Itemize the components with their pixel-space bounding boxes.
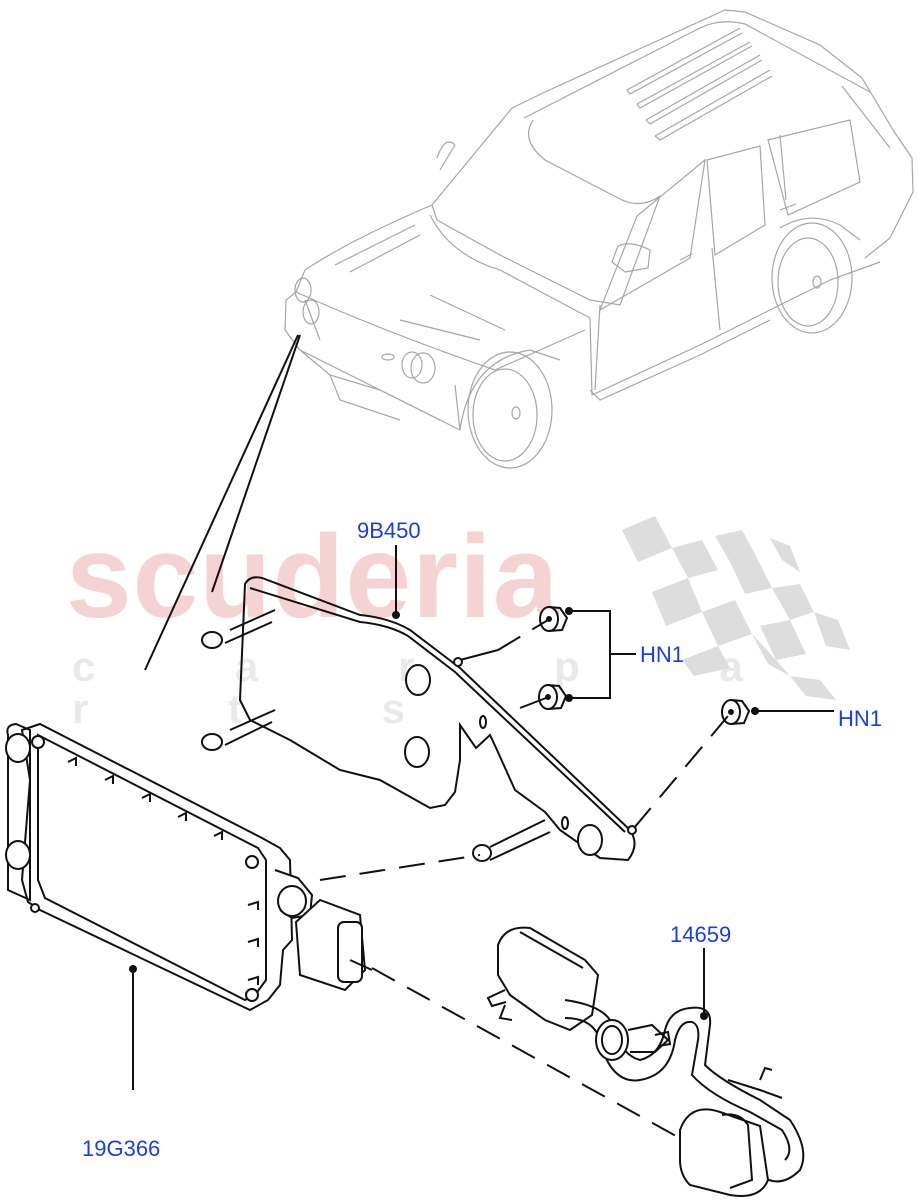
watermark-tagline: c a r p a r t s	[72, 643, 807, 732]
location-pointer-line	[144, 334, 299, 671]
callout-module-19g366[interactable]: 19G366	[82, 1136, 161, 1161]
callout-harness-14659[interactable]: 14659	[670, 922, 732, 947]
bracket-9b450-drawing	[201, 576, 637, 862]
callout-leaders	[129, 545, 834, 1090]
wiring-harness-14659-drawing	[486, 926, 805, 1197]
control-module-19g366-drawing	[5, 722, 373, 1012]
nut-hn1-single	[721, 699, 751, 725]
nut-hn1-upper	[539, 606, 569, 632]
callout-nut-hn1-single[interactable]: HN1	[838, 706, 883, 731]
watermark-brand: scuderia	[66, 511, 560, 643]
nut-hn1-lower	[538, 684, 568, 710]
callout-bracket-9b450[interactable]: 9B450	[357, 518, 421, 543]
callout-nut-hn1-pair[interactable]: HN1	[640, 642, 685, 667]
